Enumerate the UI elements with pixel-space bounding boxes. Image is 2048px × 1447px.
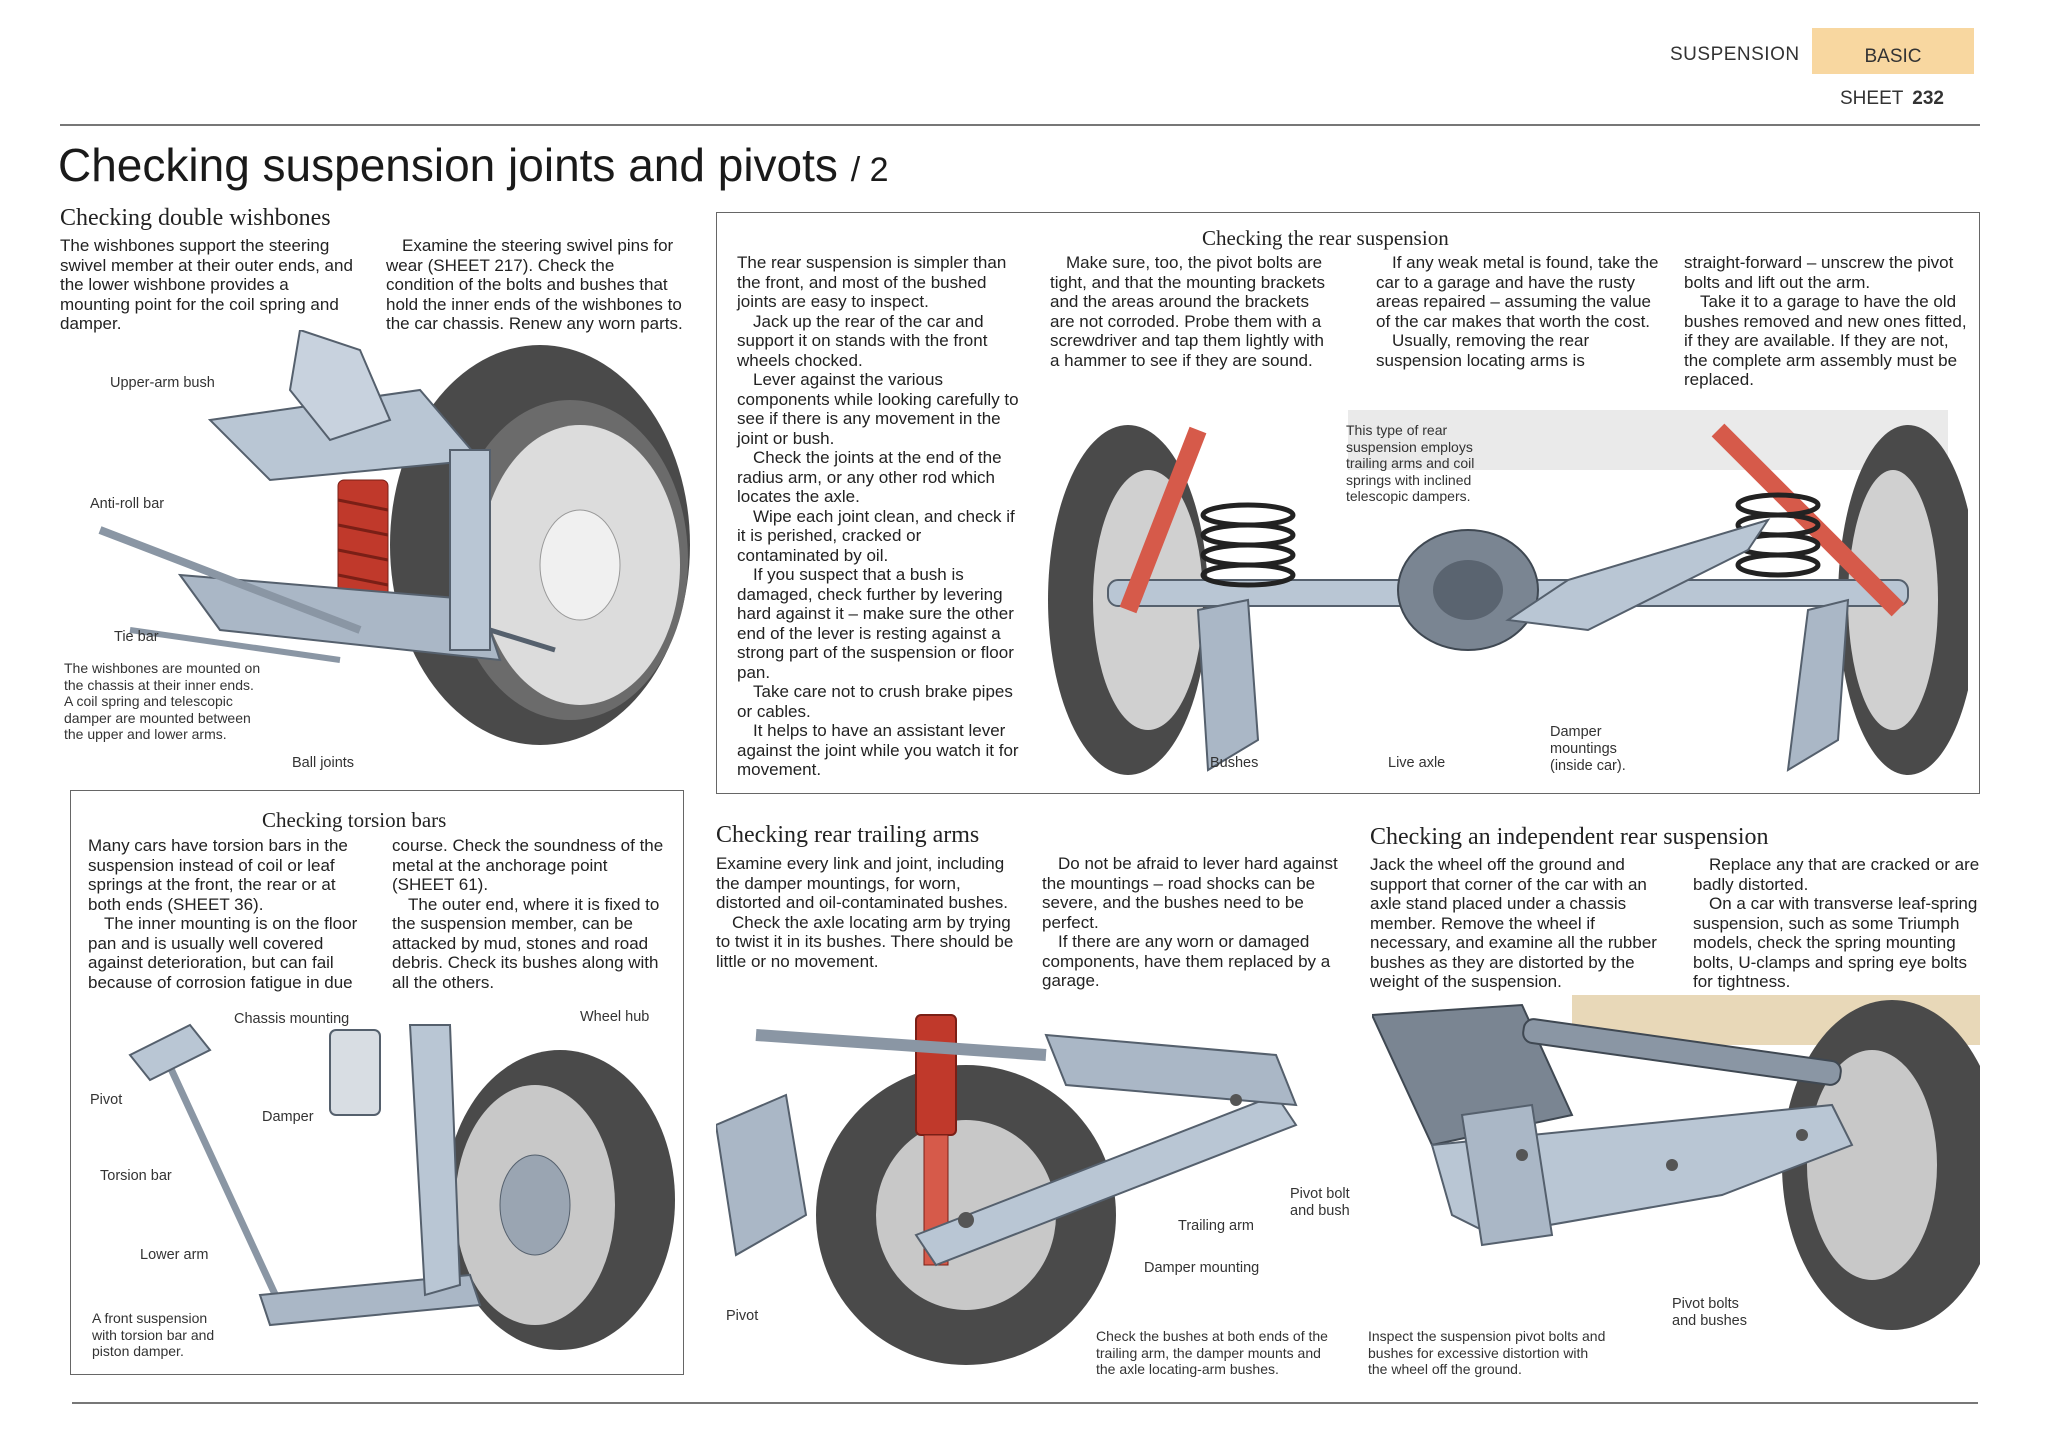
label-live-axle: Live axle [1388, 755, 1446, 771]
independent-col1-p1: Jack the wheel off the ground and suppor… [1370, 855, 1657, 991]
rear-suspension-box [716, 212, 1980, 794]
label-ball-joints: Ball joints [292, 755, 355, 771]
label-pivot-bolts: Pivot bolts and bushes [1672, 1296, 1747, 1329]
rear-col3-p1: If any weak metal is found, take the car… [1376, 253, 1659, 331]
wishbone-illustration [98, 330, 690, 745]
rear-col1-p5: Wipe each joint clean, and check if it i… [737, 506, 1015, 565]
trailing-col2: Do not be afraid to lever hard against t… [1042, 854, 1342, 991]
independent-caption: Inspect the suspension pivot bolts and b… [1368, 1328, 1606, 1377]
trailing-col1: Examine every link and joint, including … [716, 854, 1016, 971]
torsion-col2: course. Check the soundness of the metal… [392, 836, 672, 992]
rear-col2-p1: Make sure, too, the pivot bolts are tigh… [1050, 253, 1326, 370]
sheet-ref: SHEET 232 [1840, 88, 1944, 110]
label-wheel-hub: Wheel hub [580, 1009, 650, 1025]
rear-suspension-caption: This type of rear suspension employs tra… [1346, 422, 1475, 504]
rear-col1-p6: If you suspect that a bush is damaged, c… [737, 565, 1014, 682]
rear-col1-p8: It helps to have an assistant lever agai… [737, 721, 1019, 779]
independent-heading: Checking an independent rear suspension [1370, 824, 1769, 850]
trailing-arm-illustration [716, 1014, 1298, 1365]
level-badge: BASIC [1812, 28, 1974, 74]
label-pivot-trailing: Pivot [726, 1308, 759, 1324]
rear-col4-p1: straight-forward – unscrew the pivot bol… [1684, 253, 1954, 292]
torsion-col1: Many cars have torsion bars in the suspe… [88, 836, 368, 992]
rear-col1: The rear suspension is simpler than the … [737, 253, 1019, 780]
rear-col2: Make sure, too, the pivot bolts are tigh… [1050, 253, 1335, 370]
independent-illustration [1372, 995, 1980, 1330]
rear-col1-p2: Jack up the rear of the car and support … [737, 311, 988, 370]
header-section-label: SUSPENSION [1670, 44, 1800, 65]
page-title: Checking suspension joints and pivots / … [58, 138, 889, 192]
torsion-illustration [128, 1023, 675, 1350]
wishbones-heading: Checking double wishbones [60, 205, 331, 231]
sheet-label: SHEET [1840, 88, 1904, 109]
wishbones-col1: The wishbones support the steering swive… [60, 236, 360, 334]
torsion-col2-p2: The outer end, where it is fixed to the … [392, 894, 660, 992]
label-damper: Damper [262, 1109, 314, 1125]
level-badge-label: BASIC [1864, 46, 1922, 67]
rear-col1-p1: The rear suspension is simpler than the … [737, 253, 1007, 311]
trailing-col2-p2: If there are any worn or damaged compone… [1042, 932, 1331, 990]
torsion-col1-p2: The inner mounting is on the floor pan a… [88, 914, 358, 992]
wishbones-col1-p1: The wishbones support the steering swive… [60, 236, 353, 333]
page-title-part: / 2 [850, 151, 889, 189]
wishbones-col2-p1: Examine the steering swivel pins for wea… [386, 236, 683, 333]
independent-col2-p1: Replace any that are cracked or are badl… [1693, 855, 1980, 894]
sheet-number: 232 [1912, 88, 1944, 109]
independent-col2-p2: On a car with transverse leaf-spring sus… [1693, 894, 1978, 991]
label-upper-arm-bush: Upper-arm bush [110, 375, 215, 391]
rear-col1-p4: Check the joints at the end of the radiu… [737, 448, 1002, 506]
rear-col3: If any weak metal is found, take the car… [1376, 253, 1661, 370]
wishbones-caption: The wishbones are mounted on the chassis… [64, 660, 261, 742]
torsion-heading: Checking torsion bars [262, 808, 447, 832]
trailing-caption: Check the bushes at both ends of the tra… [1096, 1328, 1328, 1377]
label-anti-roll-bar: Anti-roll bar [90, 496, 165, 512]
label-chassis-mounting: Chassis mounting [234, 1011, 350, 1027]
label-pivot-bolt: Pivot bolt and bush [1290, 1186, 1350, 1219]
label-tie-bar: Tie bar [114, 629, 159, 645]
wishbones-col2: Examine the steering swivel pins for wea… [386, 236, 686, 334]
trailing-col2-p1: Do not be afraid to lever hard against t… [1042, 854, 1338, 932]
trailing-col1-p2: Check the axle locating arm by trying to… [716, 912, 1014, 971]
label-bushes: Bushes [1210, 755, 1259, 771]
trailing-col1-p1: Examine every link and joint, including … [716, 854, 1009, 912]
rear-col1-p3: Lever against the various components whi… [737, 370, 1019, 448]
rear-col4: straight-forward – unscrew the pivot bol… [1684, 253, 1969, 390]
rear-suspension-illustration [1048, 410, 1968, 775]
page-title-main: Checking suspension joints and pivots [58, 139, 838, 191]
label-torsion-bar: Torsion bar [100, 1168, 172, 1184]
label-lower-arm: Lower arm [140, 1247, 209, 1263]
header-rule [60, 124, 1980, 126]
footer-rule [72, 1402, 1978, 1404]
torsion-caption: A front suspension with torsion bar and … [92, 1310, 215, 1359]
rear-col1-p7: Take care not to crush brake pipes or ca… [737, 682, 1013, 721]
independent-col2: Replace any that are cracked or are badl… [1693, 855, 1983, 992]
torsion-col1-p1: Many cars have torsion bars in the suspe… [88, 836, 348, 914]
label-damper-mounting: Damper mounting [1144, 1260, 1260, 1276]
torsion-box [70, 790, 684, 1375]
rear-col3-p2: Usually, removing the rear suspension lo… [1376, 331, 1590, 370]
torsion-col2-p1: course. Check the soundness of the metal… [392, 836, 664, 894]
label-trailing-arm: Trailing arm [1178, 1218, 1255, 1234]
rear-col4-p2: Take it to a garage to have the old bush… [1684, 292, 1967, 389]
rear-suspension-heading: Checking the rear suspension [1202, 226, 1449, 250]
label-damper-mountings: Damper mountings (inside car). [1550, 724, 1626, 774]
trailing-heading: Checking rear trailing arms [716, 822, 980, 848]
label-pivot-torsion: Pivot [90, 1092, 123, 1108]
independent-col1: Jack the wheel off the ground and suppor… [1370, 855, 1660, 992]
